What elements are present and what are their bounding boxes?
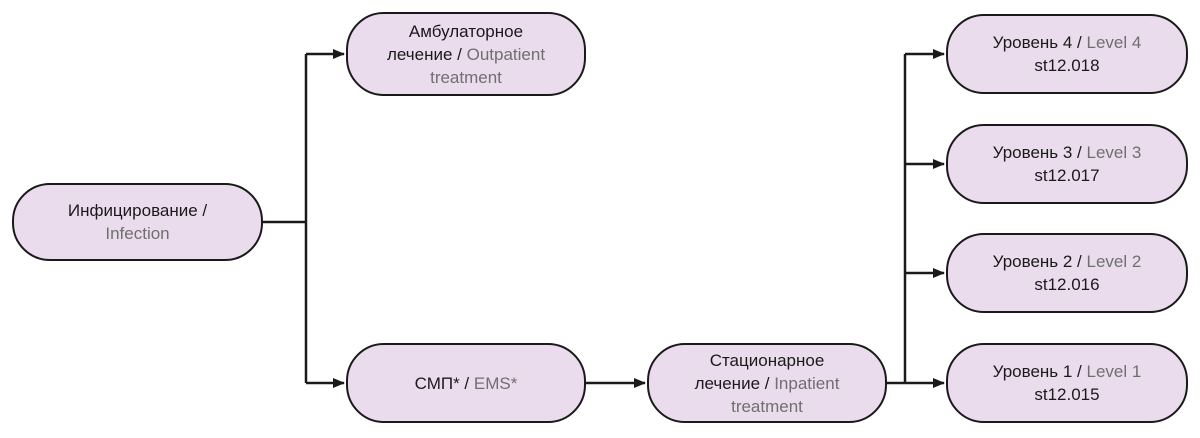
node-level1-en: Level 1: [1086, 362, 1142, 381]
node-inpatient-en: Inpatient: [774, 373, 840, 393]
node-level2-title: Уровень 2 / Level 2: [993, 250, 1142, 273]
node-inpatient-ru: лечение /: [694, 373, 775, 393]
node-level4-en: Level 4: [1086, 33, 1142, 52]
node-inpatient-line3: treatment: [731, 396, 803, 416]
node-outpatient: Амбулаторное лечение / Outpatient treatm…: [346, 12, 586, 96]
node-outpatient-en: Outpatient: [466, 44, 546, 64]
node-level4-ru: Уровень 4 /: [992, 33, 1087, 52]
node-level4-title: Уровень 4 / Level 4: [993, 31, 1142, 54]
node-ems-en: EMS*: [473, 373, 518, 393]
node-level3-en: Level 3: [1086, 143, 1142, 162]
node-level2: Уровень 2 / Level 2 st12.016: [946, 233, 1188, 313]
node-outpatient-ru: лечение /: [386, 44, 467, 64]
node-ems-label: СМП* / EMS*: [415, 372, 518, 395]
node-level1-code: st12.015: [1034, 385, 1100, 404]
node-level1-ru: Уровень 1 /: [992, 362, 1087, 381]
node-level4: Уровень 4 / Level 4 st12.018: [946, 14, 1188, 94]
node-level3-ru: Уровень 3 /: [992, 143, 1087, 162]
node-infection-ru: Инфицирование /: [67, 201, 208, 220]
node-level1-title: Уровень 1 / Level 1: [993, 360, 1142, 383]
node-ems: СМП* / EMS*: [346, 343, 586, 423]
node-level3-code: st12.017: [1034, 166, 1100, 185]
node-infection: Инфицирование / Infection: [12, 183, 263, 261]
node-infection-en: Infection: [105, 224, 170, 243]
node-outpatient-line1: Амбулаторное: [408, 21, 524, 41]
node-outpatient-line3: treatment: [430, 67, 502, 87]
node-level3-title: Уровень 3 / Level 3: [993, 141, 1142, 164]
node-outpatient-line2: лечение / Outpatient: [387, 43, 545, 66]
node-inpatient-line1: Стационарное: [709, 350, 825, 370]
node-inpatient-line2: лечение / Inpatient: [695, 372, 840, 395]
node-level3: Уровень 3 / Level 3 st12.017: [946, 124, 1188, 204]
node-level4-code: st12.018: [1034, 56, 1100, 75]
node-level1: Уровень 1 / Level 1 st12.015: [946, 343, 1188, 423]
node-inpatient: Стационарное лечение / Inpatient treatme…: [647, 343, 887, 423]
node-ems-ru: СМП* /: [414, 373, 474, 393]
node-level2-code: st12.016: [1034, 275, 1100, 294]
node-level2-ru: Уровень 2 /: [992, 252, 1087, 271]
node-level2-en: Level 2: [1086, 252, 1142, 271]
